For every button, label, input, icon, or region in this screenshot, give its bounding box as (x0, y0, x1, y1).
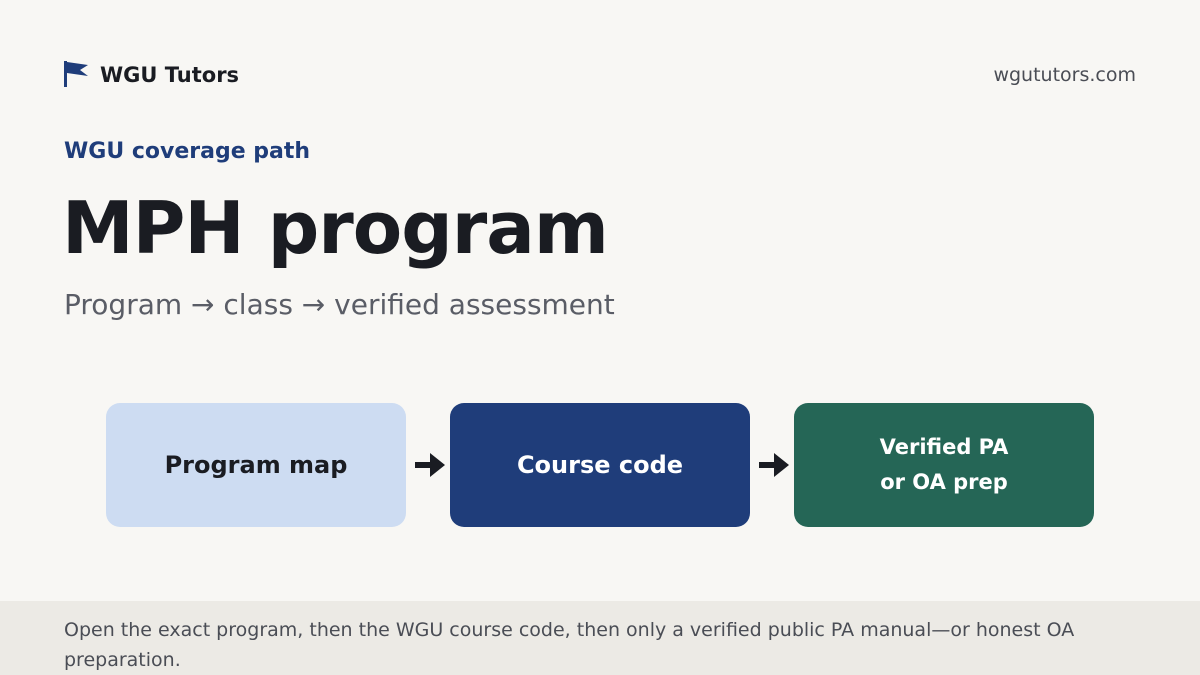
flow-step-verified-prep: Verified PA or OA prep (794, 403, 1094, 527)
flow-step-program-map: Program map (106, 403, 406, 527)
page-subtitle: Program → class → verified assessment (64, 288, 615, 321)
page-title: MPH program (62, 186, 609, 270)
flow-step-label: Program map (164, 450, 348, 479)
flow-step-course-code: Course code (450, 403, 750, 527)
brand[interactable]: WGU Tutors (64, 59, 239, 91)
brand-name: WGU Tutors (100, 63, 240, 87)
eyebrow-label: WGU coverage path (64, 139, 311, 164)
flag-icon (64, 59, 90, 91)
header: WGU Tutors wgututors.com (64, 58, 1136, 92)
footer: Open the exact program, then the WGU cou… (0, 601, 1200, 675)
arrow-right-icon (415, 453, 445, 477)
flow-step-label: Course code (516, 450, 684, 479)
arrow-right-icon (759, 453, 789, 477)
footer-note: Open the exact program, then the WGU cou… (64, 619, 1075, 671)
flow-step-label: Verified PA or OA prep (879, 435, 1009, 494)
site-domain[interactable]: wgututors.com (993, 64, 1136, 86)
